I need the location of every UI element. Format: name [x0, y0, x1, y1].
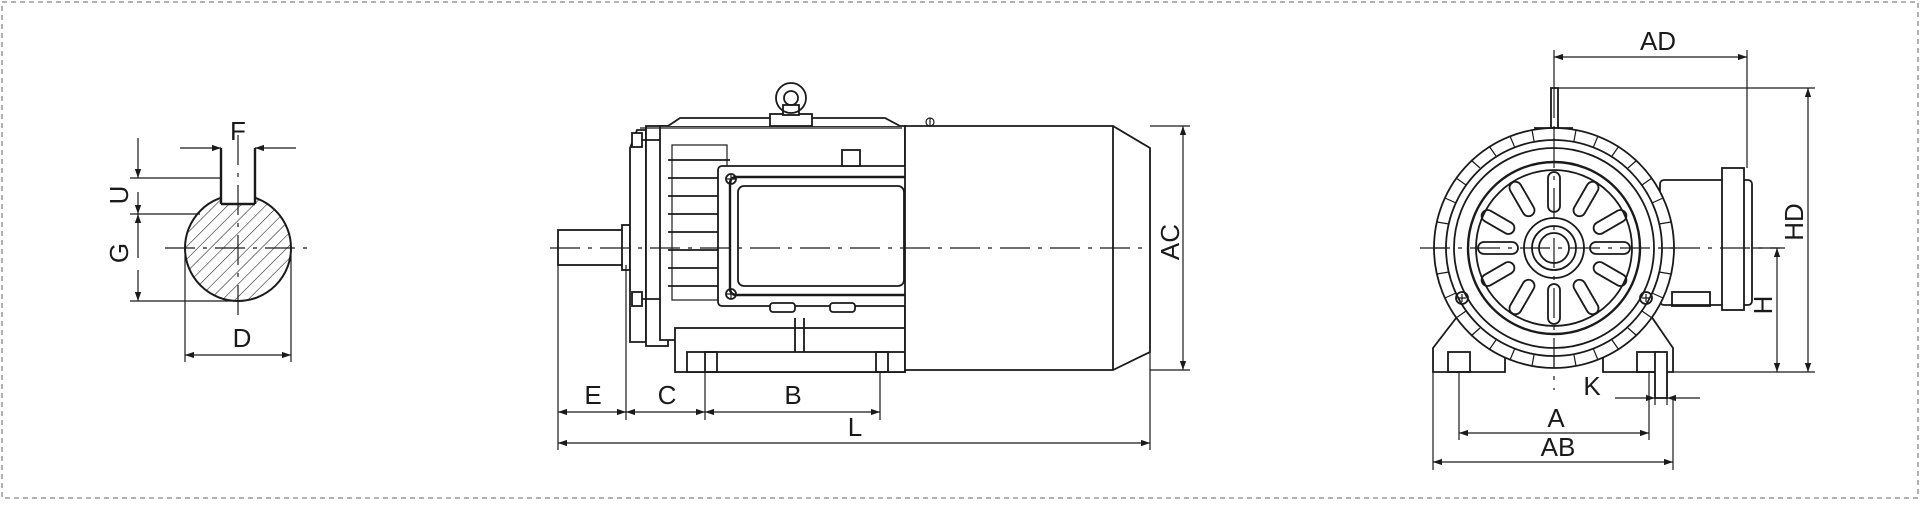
label-d: D [233, 323, 252, 353]
end-view: AD HD H K A AB [1420, 26, 1815, 470]
lifting-eye [775, 82, 807, 114]
label-b: B [784, 380, 801, 410]
terminal-box [717, 165, 924, 307]
front-end-shield [629, 129, 647, 343]
label-ac: AC [1155, 224, 1185, 260]
label-k: K [1583, 371, 1601, 401]
label-h: H [1748, 296, 1778, 315]
label-hd: HD [1779, 203, 1809, 241]
label-l: L [848, 412, 862, 442]
label-ab: AB [1541, 432, 1576, 462]
shaft-section-view: F U G D [104, 116, 310, 362]
label-g: G [104, 243, 134, 263]
label-ad: AD [1640, 26, 1676, 56]
fan-cover-slots [1477, 171, 1631, 325]
label-c: C [658, 380, 677, 410]
label-u: U [104, 186, 134, 205]
label-f: F [230, 116, 246, 146]
label-e: E [584, 380, 601, 410]
side-view: E C B L AC [550, 82, 1190, 450]
label-a: A [1547, 403, 1565, 433]
